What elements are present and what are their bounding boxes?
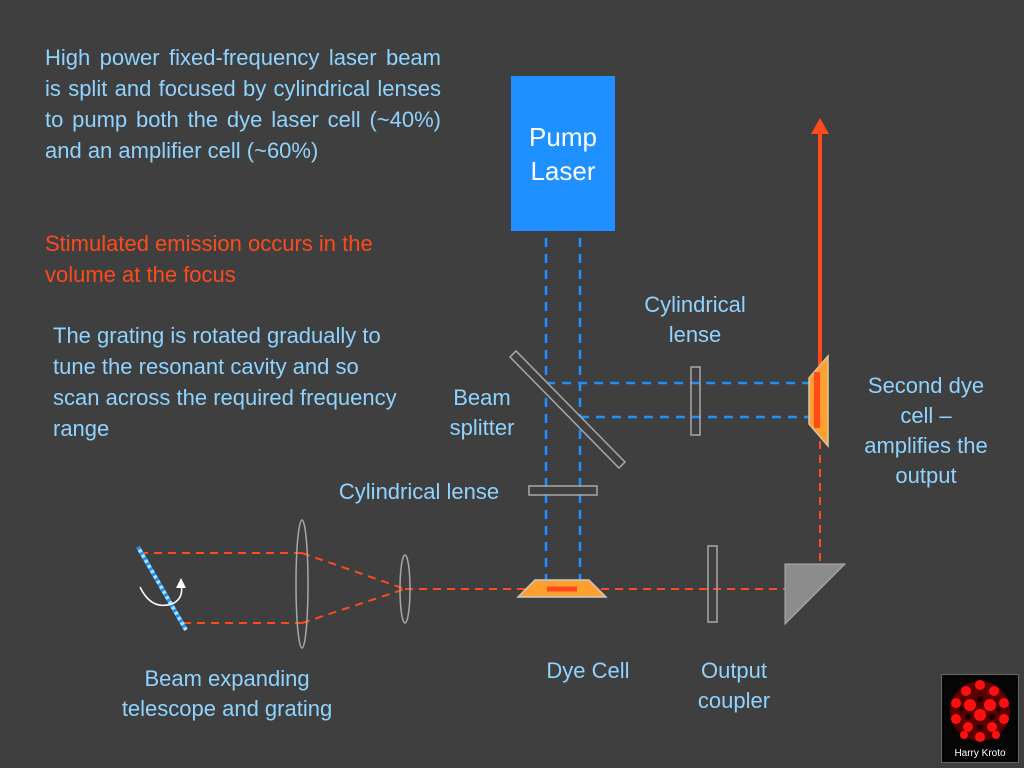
telescope-beam-bottom bbox=[301, 588, 406, 624]
second-dye-cell-label: Second dye cell – amplifies the output bbox=[864, 373, 988, 488]
buckyball-logo: Harry Kroto bbox=[941, 674, 1019, 763]
cylindrical-lense-upper bbox=[690, 366, 701, 436]
beam-expanding-label: Beam expanding telescope and grating bbox=[121, 666, 333, 721]
telescope-lens-small bbox=[399, 554, 411, 624]
rotation-arrowhead bbox=[176, 578, 186, 588]
grating-rulings bbox=[136, 545, 188, 632]
logo-caption: Harry Kroto bbox=[954, 748, 1006, 759]
pump-beam-paths bbox=[544, 238, 815, 580]
output-beam-arrowhead bbox=[811, 118, 829, 134]
cylindrical-lense-top-label: Cylindrical lense bbox=[644, 292, 746, 347]
buckyball-atoms bbox=[951, 680, 1009, 742]
buckyball-icon bbox=[950, 680, 1010, 742]
pump-laser-label: Pump Laser bbox=[529, 121, 597, 186]
rotation-arrow bbox=[139, 583, 183, 607]
pump-laser-box: Pump Laser bbox=[511, 76, 615, 231]
beam-splitter-label: Beam splitter bbox=[449, 385, 515, 440]
turning-prism bbox=[784, 563, 847, 626]
cylindrical-lense-lower bbox=[528, 485, 598, 496]
grating-rotation-text: The grating is rotated gradually to tune… bbox=[53, 323, 397, 441]
stimulated-emission-text: Stimulated emission occurs in the volume… bbox=[45, 231, 373, 287]
telescope-lens-large bbox=[295, 519, 309, 649]
dye-cell-label: Dye Cell bbox=[546, 658, 630, 683]
cylindrical-lense-left-label: Cylindrical lense bbox=[338, 479, 500, 504]
pump-description-text: High power fixed-frequency laser beam is… bbox=[45, 45, 441, 163]
output-coupler bbox=[707, 545, 718, 623]
dye-laser-beam-paths bbox=[140, 440, 821, 624]
output-coupler-label: Output coupler bbox=[697, 658, 771, 713]
buckyball-holes bbox=[959, 696, 1001, 730]
beam-splitter bbox=[508, 349, 627, 470]
telescope-beam-top bbox=[301, 552, 406, 590]
